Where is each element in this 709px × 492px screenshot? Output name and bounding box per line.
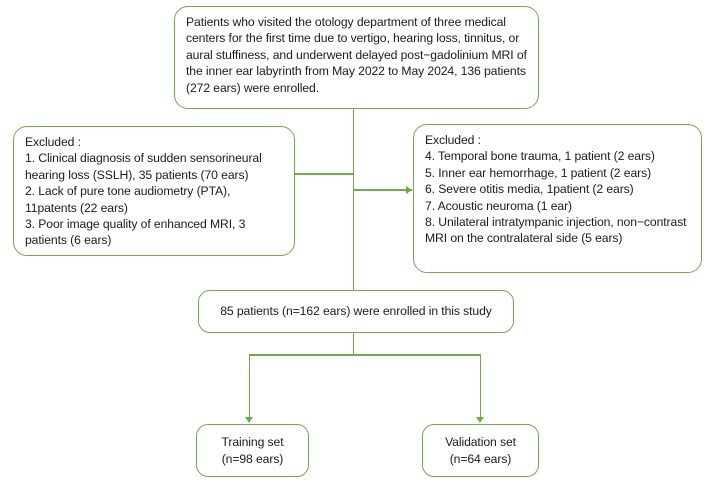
node-training-set: Training set (n=98 ears)	[196, 424, 309, 477]
connector-to-validation-set	[479, 354, 482, 418]
arrowhead-right-icon	[406, 186, 412, 194]
arrowhead-down-validation-icon	[476, 417, 485, 423]
node-final-enrolled-cohort: 85 patients (n=162 ears) were enrolled i…	[198, 290, 514, 333]
connector-source-to-enrolled	[352, 109, 355, 290]
node-excluded-criteria-right-text: Excluded : 4. Temporal bone trauma, 1 pa…	[425, 133, 687, 246]
node-validation-set: Validation set (n=64 ears)	[422, 424, 539, 477]
arrowhead-down-training-icon	[245, 417, 254, 423]
node-validation-set-text: Validation set (n=64 ears)	[445, 435, 516, 466]
node-excluded-criteria-right: Excluded : 4. Temporal bone trauma, 1 pa…	[413, 124, 702, 273]
node-enrollment-source-text: Patients who visited the otology departm…	[186, 15, 527, 95]
connector-to-excluded-right	[353, 189, 412, 191]
connector-split-bar	[249, 354, 481, 356]
connector-enrolled-stub	[352, 333, 355, 355]
node-excluded-criteria-left: Excluded : 1. Clinical diagnosis of sudd…	[13, 126, 295, 256]
connector-to-excluded-left	[292, 173, 353, 175]
node-final-enrolled-cohort-text: 85 patients (n=162 ears) were enrolled i…	[220, 304, 492, 319]
connector-to-training-set	[248, 354, 251, 418]
node-excluded-criteria-left-text: Excluded : 1. Clinical diagnosis of sudd…	[25, 135, 262, 248]
node-training-set-text: Training set (n=98 ears)	[221, 435, 284, 466]
node-enrollment-source: Patients who visited the otology departm…	[174, 6, 539, 109]
